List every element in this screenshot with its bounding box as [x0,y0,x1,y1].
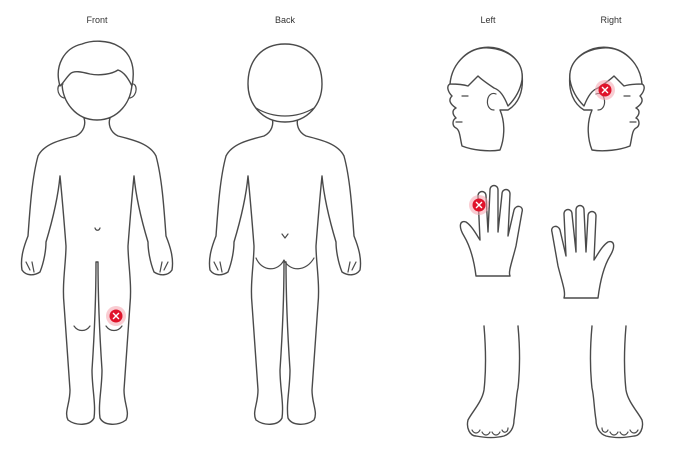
right-hand-view[interactable] [550,204,615,299]
back-spine-mark [281,233,289,239]
front-navel [94,227,101,231]
left-leg-outline [466,325,521,439]
front-knee-left [73,325,91,332]
front-left-hand [25,261,35,273]
right-hand-outline [550,204,615,299]
right-hair [569,47,643,107]
label-back: Back [274,15,296,25]
front-knee-right [105,325,123,332]
back-head [247,43,323,123]
front-body-outline [20,117,174,425]
right-foot-view[interactable] [589,325,644,439]
left-hand-outline [459,184,524,277]
close-icon [601,86,609,94]
back-buttocks [255,257,315,270]
front-figure[interactable] [20,40,174,425]
marker-left-finger[interactable] [469,195,489,215]
close-icon [112,312,120,320]
back-hair-line [255,107,315,117]
label-left: Left [480,15,496,25]
marker-front-knee[interactable] [106,306,126,326]
left-toes [471,427,509,436]
back-right-hand [347,261,357,273]
marker-right-temple[interactable] [595,80,615,100]
right-leg-outline [589,325,644,439]
back-left-hand [213,261,223,273]
label-right: Right [600,15,622,25]
left-hand-view[interactable] [459,184,524,277]
back-figure[interactable] [208,43,362,425]
back-body-outline [208,117,362,425]
left-head-view[interactable] [447,46,524,152]
label-front: Front [86,15,108,25]
close-icon [475,201,483,209]
left-ear [486,92,497,111]
left-hair [449,47,523,107]
left-foot-view[interactable] [466,325,521,439]
front-hair [57,40,134,87]
right-toes [601,427,639,436]
front-right-hand [159,261,169,273]
